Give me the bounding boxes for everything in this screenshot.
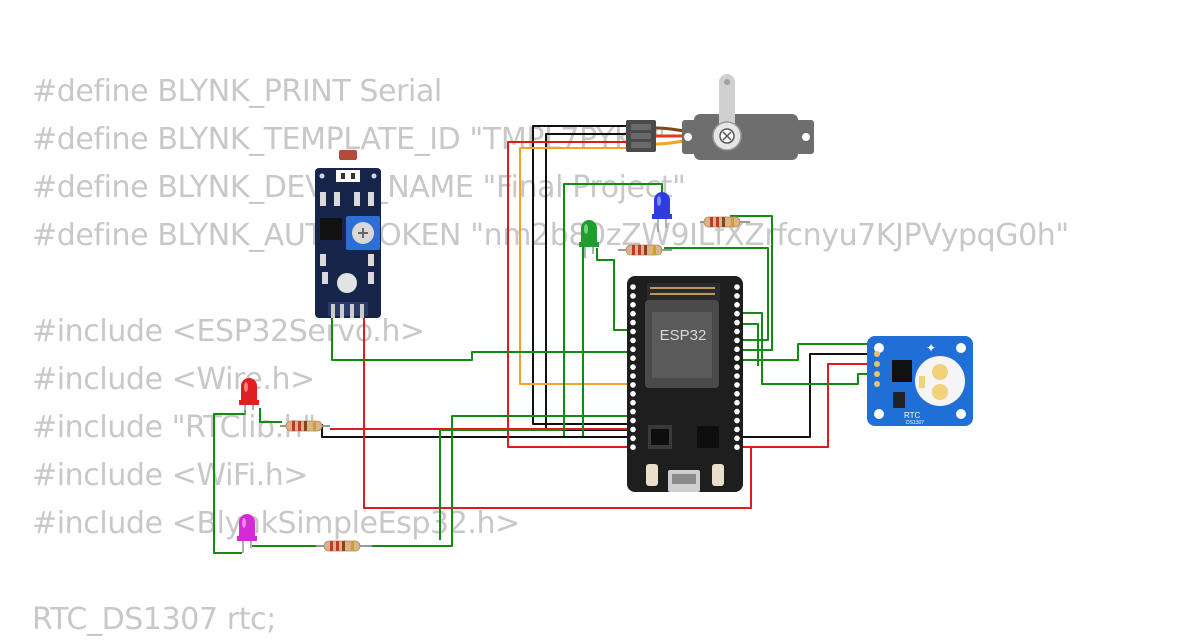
pin-hole: [734, 364, 740, 370]
servo-horn: [719, 74, 735, 134]
esp32-board[interactable]: ESP32: [627, 276, 743, 492]
rtc-module[interactable]: ✦ RTC DS1307: [867, 336, 973, 426]
pin-hole: [734, 328, 740, 335]
led-indicator: [337, 273, 357, 293]
servo-motor[interactable]: [626, 74, 814, 160]
pin-hole: [734, 319, 740, 326]
resistor: [700, 216, 750, 228]
code-line: #include <BlynkSimpleEsp32.h>: [32, 506, 520, 541]
pin-hole: [630, 328, 636, 335]
pin-hole: [630, 435, 636, 442]
servo-body: [694, 114, 798, 160]
pin-hole: [734, 293, 740, 299]
wire-green: [439, 429, 562, 540]
wire-green: [259, 408, 282, 423]
pin-hole: [630, 426, 636, 433]
led-magenta[interactable]: [237, 514, 257, 553]
pin-hole: [630, 319, 636, 326]
pin-hole: [734, 310, 740, 317]
pin-hole: [734, 382, 740, 388]
wire-red: [507, 141, 633, 448]
wire-green: [664, 247, 769, 341]
battery-holder: [915, 356, 965, 406]
pin-hole: [734, 435, 740, 442]
pin-hole: [630, 293, 636, 299]
wire-red: [363, 318, 752, 509]
ldr-sensor-module[interactable]: [315, 150, 381, 318]
pin-hole: [734, 302, 740, 308]
pin-hole: [630, 408, 636, 415]
resistor: [316, 540, 372, 552]
pin-hole: [630, 337, 636, 344]
photoresistor: [339, 150, 357, 160]
pin-hole: [630, 373, 636, 379]
pin-hole: [630, 355, 636, 362]
pin-hole: [734, 337, 740, 344]
ds1307-chip: [892, 360, 912, 382]
pin-hole: [734, 426, 740, 433]
resistor: [618, 244, 672, 256]
pin-hole: [630, 310, 636, 317]
pin-hole: [734, 408, 740, 415]
rtc-label: RTC: [904, 411, 921, 420]
pin-hole: [734, 373, 740, 379]
wire-black: [321, 424, 634, 438]
pin-hole: [630, 364, 636, 370]
esp32-pins: [630, 284, 740, 451]
pin-hole: [734, 399, 740, 406]
esp32-label: ESP32: [660, 327, 707, 344]
wire-green: [596, 248, 632, 331]
rtc-sublabel: DS1307: [906, 420, 924, 426]
wire-green: [742, 323, 759, 366]
pin-hole: [630, 302, 636, 308]
wire-green: [742, 343, 872, 361]
led-green[interactable]: [579, 220, 599, 258]
pin-hole: [630, 444, 636, 451]
pin-hole: [734, 355, 740, 362]
resistor: [280, 420, 330, 432]
comparator-chip: [320, 218, 342, 240]
code-line: #include <ESP32Servo.h>: [32, 314, 425, 349]
pin-hole: [630, 391, 636, 397]
pin-hole: [734, 417, 740, 424]
pin-hole: [734, 284, 740, 290]
pin-hole: [630, 284, 636, 290]
usb-uart-chip: [697, 426, 719, 448]
wires: [213, 125, 872, 554]
code-line: #define BLYNK_PRINT Serial: [32, 74, 442, 109]
pin-hole: [630, 399, 636, 406]
pin-hole: [734, 346, 740, 353]
svg-text:✦: ✦: [926, 341, 936, 355]
circuit-diagram: ESP32 ✦ RTC DS1307: [213, 74, 973, 554]
pin-hole: [630, 382, 636, 388]
pin-hole: [734, 391, 740, 397]
pin-hole: [630, 346, 636, 353]
led-red[interactable]: [239, 378, 259, 414]
wire-green: [370, 415, 632, 547]
wire-green: [742, 312, 872, 385]
wire-black: [740, 353, 872, 438]
wire-green: [331, 318, 632, 361]
pin-hole: [734, 444, 740, 451]
code-line: #include <Wire.h>: [32, 362, 315, 397]
led-blue[interactable]: [652, 192, 672, 232]
pin-hole: [630, 417, 636, 424]
wire-red: [740, 363, 872, 448]
code-line: #define BLYNK_AUTH_TOKEN "nm2b80zZW9ILfX…: [32, 218, 1069, 253]
wire-orange: [519, 147, 632, 385]
code-line: #include <WiFi.h>: [32, 458, 309, 493]
